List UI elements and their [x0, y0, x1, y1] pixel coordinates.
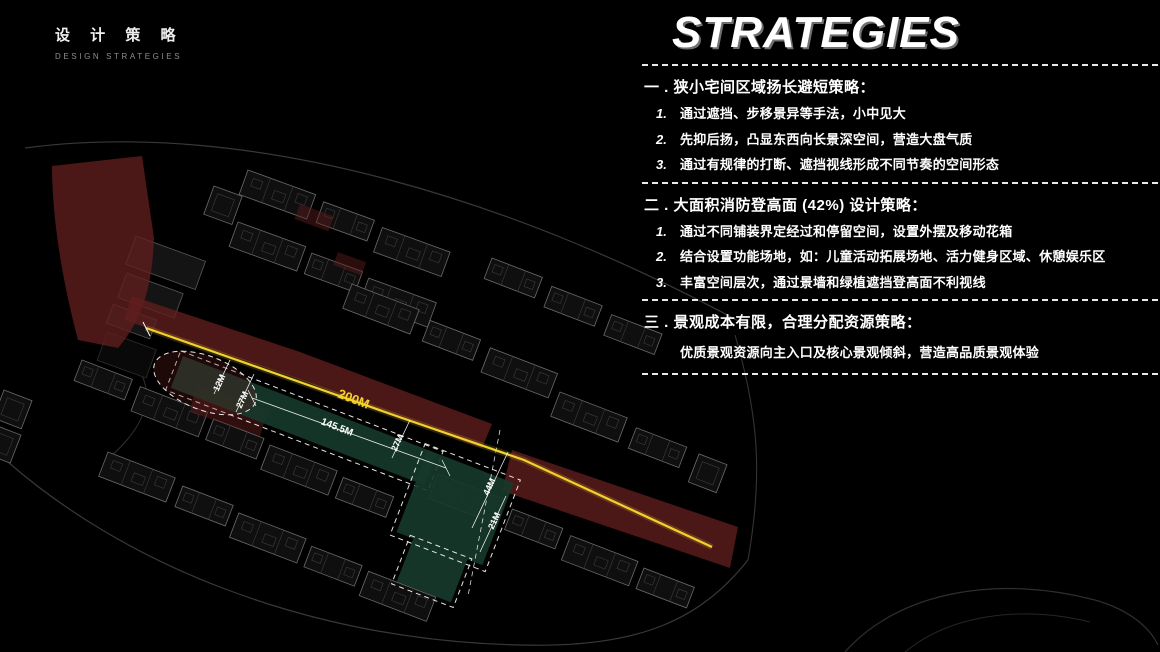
item-text: 通过有规律的打断、遮挡视线形成不同节奏的空间形态: [680, 157, 1000, 173]
page-title-en: DESIGN STRATEGIES: [55, 52, 183, 61]
building-block: [635, 567, 695, 609]
item-text: 通过遮挡、步移景异等手法，小中见大: [680, 106, 907, 121]
item-text: 先抑后扬，凸显东西向长景深空间，营造大盘气质: [680, 131, 973, 147]
strategy-item: 2. 结合设置功能场地，如：儿童活动拓展场地、活力健身区域、休憩娱乐区: [642, 248, 1158, 266]
dimension-lines: [213, 359, 509, 553]
building-block: [561, 535, 639, 587]
strategy-section-2: 二 . 大面积消防登高面 (42%) 设计策略： 1. 通过不同铺装界定经过和停…: [642, 194, 1158, 292]
page-title-cn: 设 计 策 略: [55, 27, 184, 44]
section-heading: 一 . 狭小宅间区域扬长避短策略：: [644, 79, 876, 96]
item-number: 2.: [656, 249, 667, 265]
section-note: 优质景观资源向主入口及核心景观倾斜，营造高品质景观体验: [680, 345, 1040, 361]
strategy-section-3: 三 . 景观成本有限，合理分配资源策略： 优质景观资源向主入口及核心景观倾斜，营…: [642, 311, 1158, 361]
building-block: [229, 512, 307, 564]
fire-access-roads-overlay: [52, 156, 738, 568]
item-text: 通过不同铺装界定经过和停留空间，设置外摆及移动花箱: [680, 223, 1013, 239]
building-block: [98, 451, 176, 503]
page-header: 设 计 策 略 DESIGN STRATEGIES: [55, 24, 184, 61]
zone-dashed-ellipse: [153, 350, 257, 416]
building-block: [504, 508, 564, 550]
item-number: 1.: [656, 106, 667, 121]
dashed-divider: [642, 181, 1158, 184]
building-block: [303, 545, 363, 587]
perimeter-roads: [7, 141, 1159, 652]
strategies-panel: STRATEGIES 一 . 狭小宅间区域扬长避短策略： 1. 通过遮挡、步移景…: [642, 6, 1158, 381]
section-heading: 二 . 大面积消防登高面 (42%) 设计策略：: [644, 196, 927, 214]
building-block: [687, 453, 728, 494]
building-block: [228, 221, 307, 272]
building-block: [483, 257, 543, 299]
landscape-zones: [153, 350, 521, 609]
strategy-item: 2. 先抑后扬，凸显东西向长景深空间，营造大盘气质: [642, 131, 1158, 149]
item-number: 1.: [656, 223, 667, 239]
dashed-divider: [642, 64, 1158, 66]
building-block: [550, 391, 628, 443]
item-number: 2.: [656, 131, 667, 147]
strategy-item: 3. 通过有规律的打断、遮挡视线形成不同节奏的空间形态: [642, 156, 1158, 174]
building-block: [0, 389, 33, 430]
building-block: [543, 285, 603, 327]
building-block: [421, 320, 481, 361]
building-block: [373, 227, 451, 277]
strategy-section-1: 一 . 狭小宅间区域扬长避短策略： 1. 通过遮挡、步移景异等手法，小中见大 2…: [642, 76, 1158, 174]
building-block: [203, 185, 243, 225]
building-block: [174, 485, 234, 527]
building-block: [334, 477, 395, 518]
building-block: [627, 427, 688, 468]
building-block: [0, 423, 22, 464]
building-block: [480, 347, 558, 399]
strategies-title: STRATEGIES: [672, 8, 960, 57]
building-block: [260, 444, 338, 496]
main-axis-line: [142, 321, 714, 550]
item-text: 结合设置功能场地，如：儿童活动拓展场地、活力健身区域、休憩娱乐区: [680, 249, 1106, 265]
strategy-item: 3. 丰富空间层次，通过景墙和绿植遮挡登高面不利视线: [642, 274, 1158, 292]
strategy-item: 1. 通过遮挡、步移景异等手法，小中见大: [642, 105, 1158, 123]
dashed-divider: [642, 299, 1158, 302]
section-heading: 三 . 景观成本有限，合理分配资源策略：: [644, 314, 922, 332]
dashed-divider: [642, 373, 1158, 376]
item-number: 3.: [656, 157, 667, 173]
item-text: 丰富空间层次，通过景墙和绿植遮挡登高面不利视线: [680, 274, 986, 290]
item-number: 3.: [656, 274, 667, 290]
strategy-item: 1. 通过不同铺装界定经过和停留空间，设置外摆及移动花箱: [642, 223, 1158, 241]
